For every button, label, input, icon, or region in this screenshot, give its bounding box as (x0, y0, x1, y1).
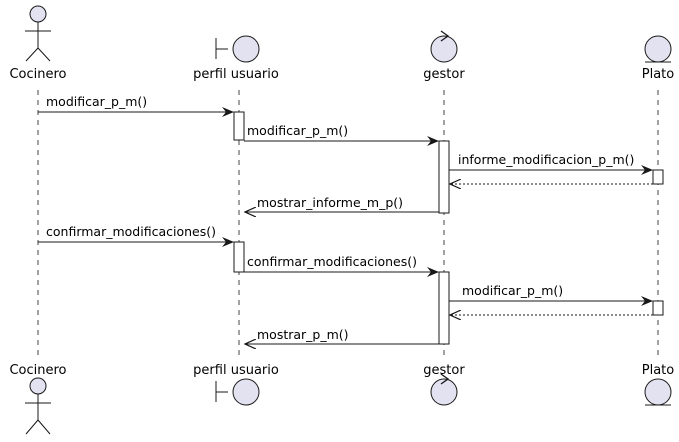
activation-bar (438, 271, 450, 345)
control-icon (430, 373, 458, 406)
boundary-icon (215, 35, 260, 63)
activation-bar (438, 140, 450, 214)
message-label: mostrar_informe_m_p() (257, 195, 403, 210)
actor-icon (25, 5, 51, 62)
participants-bottom: Cocinero perfil usuario gestor Plato (9, 363, 675, 435)
message-label: modificar_p_m() (46, 94, 147, 109)
participant-label-perfil-usuario-bottom: perfil usuario (193, 363, 279, 378)
message-label: modificar_p_m() (247, 123, 348, 138)
participant-label-plato: Plato (642, 67, 675, 82)
entity-icon (644, 378, 672, 406)
activation-bar (652, 169, 664, 185)
control-icon (430, 30, 458, 63)
message-label: modificar_p_m() (462, 283, 563, 298)
message-label: confirmar_modificaciones() (46, 224, 216, 239)
boundary-icon (215, 378, 260, 406)
entity-icon (644, 35, 672, 63)
participant-label-plato-bottom: Plato (642, 363, 675, 378)
participant-label-cocinero-bottom: Cocinero (9, 363, 66, 378)
message-label: confirmar_modificaciones() (247, 254, 417, 269)
participant-label-perfil-usuario: perfil usuario (193, 67, 279, 82)
activation-bars (233, 111, 664, 345)
participants-top: Cocinero perfil usuario gestor Plato (9, 5, 675, 82)
participant-label-cocinero: Cocinero (9, 67, 66, 82)
message-label: mostrar_p_m() (257, 327, 349, 342)
activation-bar (233, 241, 245, 273)
actor-icon (25, 377, 51, 435)
activation-bar (233, 111, 245, 141)
message-label: informe_modificacion_p_m() (458, 152, 634, 167)
activation-bar (652, 300, 664, 316)
participant-label-gestor: gestor (423, 67, 465, 82)
participant-label-gestor-bottom: gestor (423, 363, 465, 378)
messages: modificar_p_m() modificar_p_m() informe_… (38, 94, 653, 344)
